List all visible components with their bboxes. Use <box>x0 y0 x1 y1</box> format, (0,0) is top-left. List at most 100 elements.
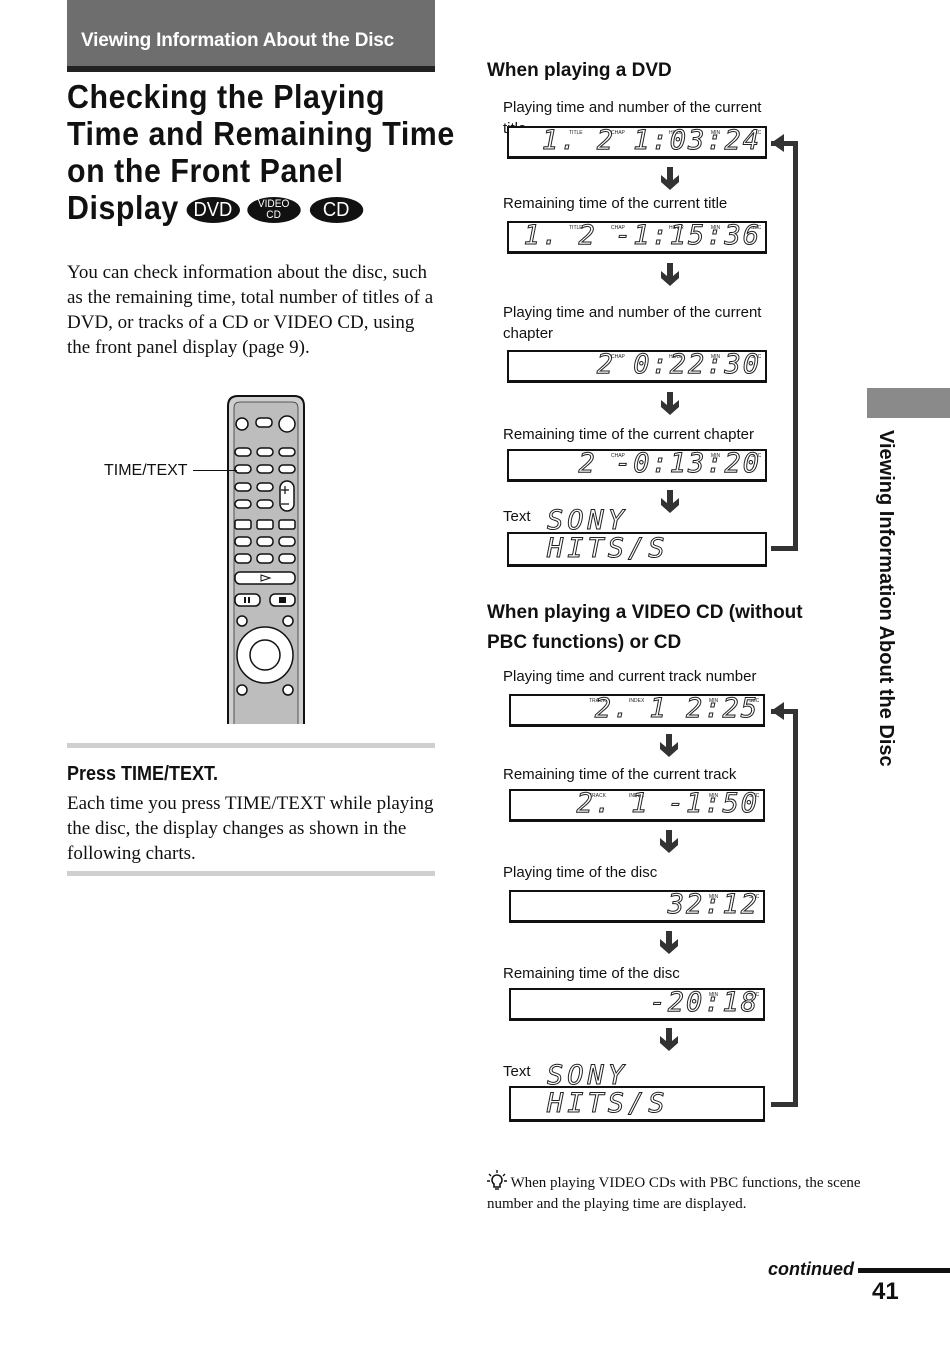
lcd-digits: 2. 1 2:25 <box>594 693 759 724</box>
dvd-loop-arrowhead-icon <box>771 134 784 152</box>
down-arrow-icon <box>660 1028 678 1051</box>
down-arrow-icon <box>661 392 679 415</box>
lcd-indicator-sec: SEC <box>751 453 762 459</box>
title-line-2: Time and Remaining Time <box>67 115 455 152</box>
vcd-caption-5: Text <box>503 1063 531 1080</box>
page-title: Checking the Playing Time and Remaining … <box>67 78 455 226</box>
dvd-display-3: CHAP HOUR MIN SEC 2 0:22:30 <box>507 350 767 383</box>
section-header: Viewing Information About the Disc <box>67 0 435 72</box>
continued-bar <box>858 1268 950 1273</box>
step-bottom-rule <box>67 871 435 876</box>
dvd-caption-2: Remaining time of the current title <box>503 195 728 212</box>
lcd-indicator-sec: SEC <box>749 698 760 704</box>
lcd-indicator-index: INDEX <box>629 698 645 704</box>
continued-label: continued <box>768 1259 854 1279</box>
lcd-indicator-index: INDEX <box>629 793 645 799</box>
dvd-display-1: TITLE CHAP HOUR MIN SEC 1. 2 1:03:24 <box>507 126 767 159</box>
time-text-leader-line <box>193 470 237 471</box>
vcd-display-1: TRACK INDEX MIN SEC 2. 1 2:25 <box>509 694 765 727</box>
lcd-indicator-hour: HOUR <box>669 225 684 231</box>
dvd-caption-5: Text <box>503 508 531 525</box>
step-top-rule <box>67 743 435 748</box>
vcd-loop-line <box>771 709 798 1107</box>
lcd-indicator-title: TITLE <box>569 130 583 136</box>
lcd-indicator-min: MIN <box>709 793 719 799</box>
down-arrow-icon <box>661 490 679 513</box>
tip-text: When playing VIDEO CDs with PBC function… <box>487 1175 861 1212</box>
step-title: Press TIME/TEXT. <box>67 763 219 785</box>
lcd-indicator-title: TITLE <box>569 225 583 231</box>
lightbulb-tip-icon <box>487 1170 507 1190</box>
vcd-caption-3: Playing time of the disc <box>503 864 658 881</box>
dvd-heading: When playing a DVD <box>487 60 672 81</box>
down-arrow-icon <box>661 263 679 286</box>
lcd-indicator-min: MIN <box>709 894 719 900</box>
lcd-digits: 1. 2 1:03:24 <box>541 125 761 156</box>
lcd-indicator-sec: SEC <box>751 354 762 360</box>
down-arrow-icon <box>660 931 678 954</box>
vcd-loop-arrowhead-icon <box>771 702 784 720</box>
lcd-indicator-min: MIN <box>709 698 719 704</box>
down-arrow-icon <box>660 830 678 853</box>
lcd-indicator-min: MIN <box>711 354 721 360</box>
vcd-caption-1: Playing time and current track number <box>503 668 757 685</box>
lcd-indicator-sec: SEC <box>749 894 760 900</box>
lcd-indicator-chap: CHAP <box>611 354 625 360</box>
lcd-digits: SONY HITS/S <box>547 1060 669 1119</box>
dvd-display-5: SONY HITS/S <box>507 506 767 567</box>
vcd-display-4: MIN SEC -20:18 <box>509 988 765 1021</box>
lcd-indicator-hour: HOUR <box>669 354 684 360</box>
lcd-digits: 32:12 <box>667 889 759 920</box>
dvd-loop-line <box>771 141 798 551</box>
vcd-caption-2: Remaining time of the current track <box>503 766 737 783</box>
video-cd-badge-top: VIDEO <box>257 198 290 211</box>
vcd-display-2: TRACK INDEX MIN SEC 2. 1 -1:50 <box>509 789 765 822</box>
dvd-caption-3: Playing time and number of the current c… <box>503 304 762 342</box>
lcd-digits: SONY HITS/S <box>547 505 669 564</box>
lcd-digits: -20:18 <box>649 987 759 1018</box>
side-tab-text: Viewing Information About the Disc <box>875 430 897 767</box>
dvd-caption-4: Remaining time of the current chapter <box>503 426 754 443</box>
lcd-digits: 1. 2 -1:15:36 <box>523 220 761 251</box>
section-header-text: Viewing Information About the Disc <box>81 30 395 51</box>
vcd-caption-4: Remaining time of the disc <box>503 965 680 982</box>
cd-badge: CD <box>309 197 363 224</box>
lcd-indicator-sec: SEC <box>751 130 762 136</box>
vcd-display-5: SONY HITS/S <box>509 1061 765 1122</box>
step-body: Each time you press TIME/TEXT while play… <box>67 793 434 864</box>
vcd-display-3: MIN SEC 32:12 <box>509 890 765 923</box>
lcd-digits: 2 -0:13:20 <box>578 448 761 479</box>
lcd-indicator-chap: CHAP <box>611 453 625 459</box>
lcd-indicator-min: MIN <box>711 130 721 136</box>
lcd-indicator-track: TRACK <box>589 698 606 704</box>
intro-paragraph: You can check information about the disc… <box>67 262 434 358</box>
lcd-indicator-chap: CHAP <box>611 130 625 136</box>
side-tab-marker <box>867 388 950 418</box>
lcd-digits: 2. 1 -1:50 <box>576 788 759 819</box>
side-tab-label: Viewing Information About the Disc <box>873 430 899 820</box>
lcd-indicator-track: TRACK <box>589 793 606 799</box>
time-text-label: TIME/TEXT <box>104 462 188 479</box>
title-line-4-text: Display <box>67 189 179 226</box>
title-line-3: on the Front Panel <box>67 152 344 189</box>
page-number: 41 <box>872 1278 899 1305</box>
lcd-indicator-chap: CHAP <box>611 225 625 231</box>
tip-note: When playing VIDEO CDs with PBC function… <box>487 1170 907 1215</box>
video-cd-badge-bottom: CD <box>266 209 281 222</box>
lcd-indicator-min: MIN <box>711 225 721 231</box>
lcd-indicator-sec: SEC <box>749 793 760 799</box>
lcd-indicator-min: MIN <box>711 453 721 459</box>
dvd-badge: DVD <box>186 197 240 224</box>
title-line-1: Checking the Playing <box>67 78 386 115</box>
down-arrow-icon <box>661 167 679 190</box>
down-arrow-icon <box>660 734 678 757</box>
lcd-digits: 2 0:22:30 <box>596 349 761 380</box>
remote-control-illustration <box>227 395 305 724</box>
dvd-display-2: TITLE CHAP HOUR MIN SEC 1. 2 -1:15:36 <box>507 221 767 254</box>
lcd-indicator-min: MIN <box>709 992 719 998</box>
lcd-indicator-sec: SEC <box>751 225 762 231</box>
vcd-heading: When playing a VIDEO CD (without PBC fun… <box>487 602 803 653</box>
lcd-indicator-hour: HOUR <box>669 130 684 136</box>
dvd-display-4: CHAP MIN SEC 2 -0:13:20 <box>507 449 767 482</box>
